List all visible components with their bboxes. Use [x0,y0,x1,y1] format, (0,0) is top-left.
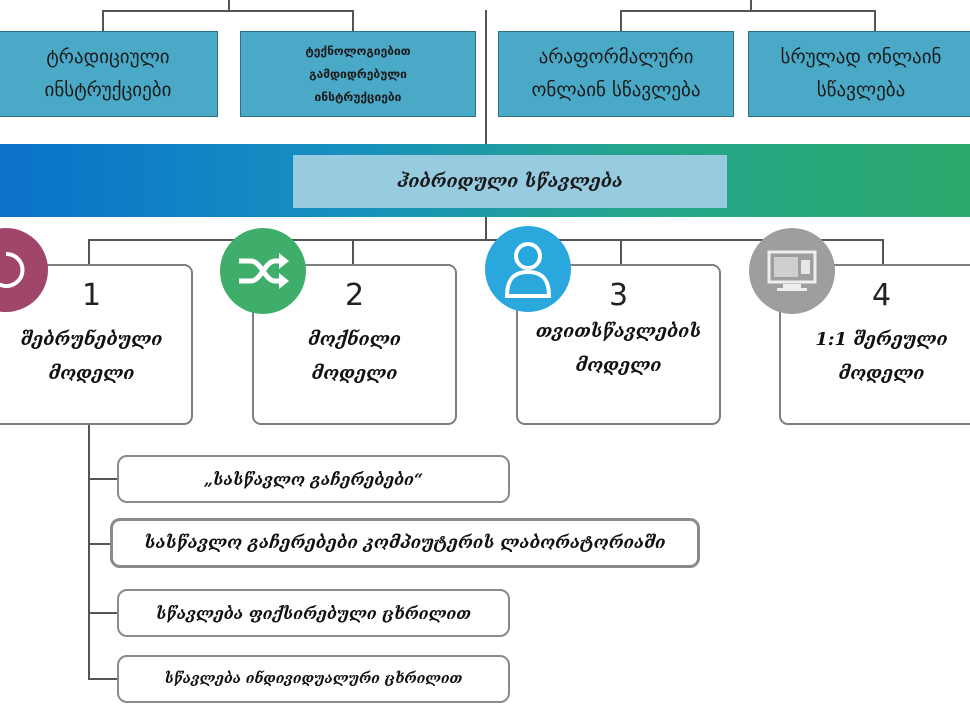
model-label: შებრუნებული მოდელი [20,329,163,384]
sub-item-label: სწავლება ინდივიდუალური ცხრილით [164,671,463,687]
top-box-label: ტექნოლოგიებით გამდიდრებული ინსტრუქციები [305,43,411,104]
connector [88,543,110,545]
model-label: მოქნილი მოდელი [308,329,401,384]
connector [228,0,230,12]
model-card-1: 1 შებრუნებული მოდელი [0,264,193,425]
connector [620,239,622,265]
top-box-fully-online: სრულად ონლაინ სწავლება [748,31,970,117]
model-number: 2 [344,278,365,313]
connector [750,0,752,12]
connector [882,239,884,265]
model-number: 4 [871,278,892,313]
top-box-label: სრულად ონლაინ სწავლება [780,46,942,101]
connector [88,678,118,680]
top-box-tech-enriched: ტექნოლოგიებით გამდიდრებული ინსტრუქციები [240,31,476,117]
top-box-label: არაფორმალური ონლაინ სწავლება [531,46,701,101]
connector [620,10,876,12]
hybrid-learning-box: ჰიბრიდული სწავლება [293,155,727,208]
connector [88,239,90,265]
top-box-traditional: ტრადიციული ინსტრუქციები [0,31,218,117]
sub-item-label: „სასწავლო გაჩერებები“ [203,469,424,489]
connector [88,425,90,679]
connector [88,612,118,614]
connector [102,10,104,32]
connector [88,239,884,241]
computer-icon [749,228,835,314]
connector [620,10,622,32]
connector [352,10,354,32]
sub-item-fixed-schedule: სწავლება ფიქსირებული ცხრილით [117,589,510,637]
top-box-informal-online: არაფორმალური ონლაინ სწავლება [498,31,734,117]
user-icon [485,226,571,312]
model-number: 1 [81,278,102,313]
connector [874,10,876,32]
top-box-label: ტრადიციული ინსტრუქციები [44,46,172,101]
model-label: თვითსწავლების მოდელი [535,321,702,376]
sub-item-learning-stops: „სასწავლო გაჩერებები“ [117,455,510,503]
connector [485,10,487,144]
shuffle-icon [220,228,306,314]
sub-item-label: სწავლება ფიქსირებული ცხრილით [156,603,471,623]
connector [88,478,118,480]
hybrid-learning-label: ჰიბრიდული სწავლება [397,171,623,192]
model-card-3: 3 თვითსწავლების მოდელი [516,264,721,425]
connector [352,239,354,265]
model-number: 3 [608,278,629,313]
sub-item-label: სასწავლო გაჩერებები კომპიუტერის ლაბორატო… [144,533,666,553]
sub-item-learning-stops-lab: სასწავლო გაჩერებები კომპიუტერის ლაბორატო… [110,518,700,568]
connector [485,217,487,241]
model-label: 1:1 შერეული მოდელი [815,329,948,384]
sub-item-individual-schedule: სწავლება ინდივიდუალური ცხრილით [117,655,510,703]
